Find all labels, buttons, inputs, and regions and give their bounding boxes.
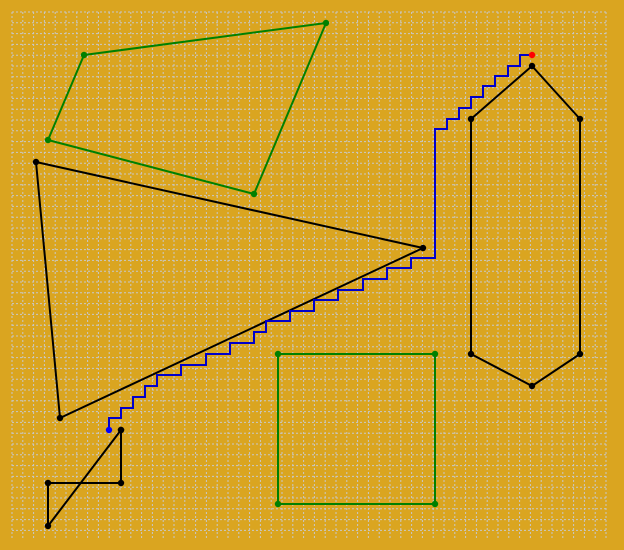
black-small-shape-vertex xyxy=(44,522,52,530)
green-rectangle-bottom-vertex xyxy=(431,500,439,508)
black-large-triangle-vertex xyxy=(32,158,40,166)
vertices-layer xyxy=(32,19,584,530)
path-start-point xyxy=(105,426,113,434)
black-small-shape-vertex xyxy=(117,479,125,487)
black-large-triangle xyxy=(35,161,424,419)
black-hexagon-vertex xyxy=(528,382,536,390)
path-end-point xyxy=(528,51,536,59)
black-large-triangle-vertex xyxy=(56,414,64,422)
black-hexagon-vertex xyxy=(576,115,584,123)
black-hexagon-vertex xyxy=(467,115,475,123)
green-rectangle-bottom-vertex xyxy=(274,350,282,358)
green-quadrilateral-top-vertex xyxy=(80,51,88,59)
green-quadrilateral-top-vertex xyxy=(250,190,258,198)
dotted-grid xyxy=(11,11,607,538)
black-large-triangle-vertex xyxy=(419,244,427,252)
black-small-shape-vertex xyxy=(44,479,52,487)
black-hexagon-vertex xyxy=(576,350,584,358)
blue-staircase-path xyxy=(108,54,532,430)
black-hexagon-vertex xyxy=(467,350,475,358)
path-layer xyxy=(108,54,532,430)
black-hexagon-vertex xyxy=(528,62,536,70)
green-rectangle-bottom-vertex xyxy=(274,500,282,508)
green-quadrilateral-top xyxy=(47,22,327,195)
black-small-shape-vertex xyxy=(117,426,125,434)
green-rectangle-bottom-vertex xyxy=(431,350,439,358)
green-quadrilateral-top-vertex xyxy=(322,19,330,27)
green-quadrilateral-top-vertex xyxy=(44,136,52,144)
